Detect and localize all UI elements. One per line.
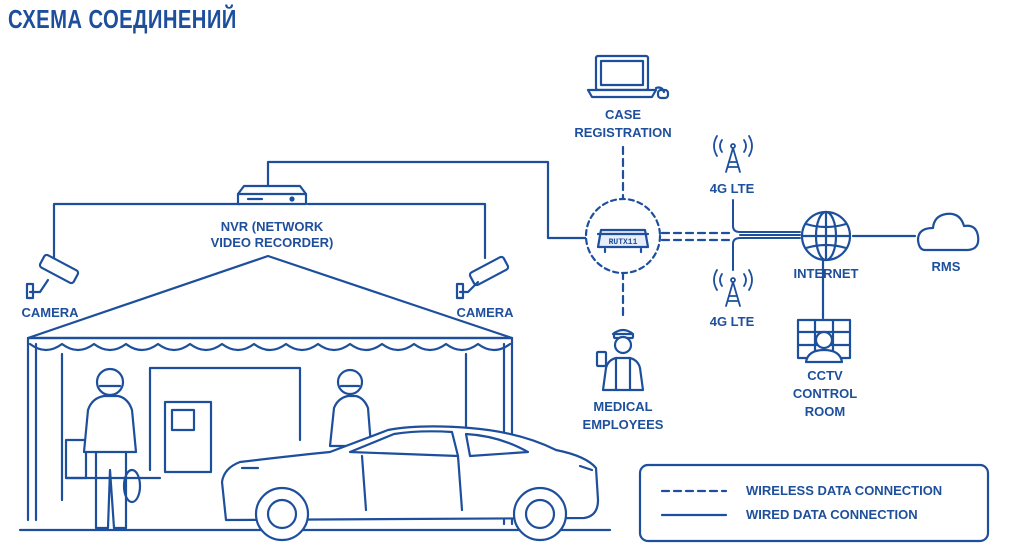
person-icon bbox=[328, 368, 373, 448]
monitor-person-icon bbox=[796, 318, 852, 364]
laptop-icon bbox=[586, 54, 670, 100]
medical-label-line2: EMPLOYEES bbox=[583, 417, 664, 432]
person-icon bbox=[82, 367, 138, 530]
camera-right-label: CAMERA bbox=[456, 305, 514, 320]
legend-wired-label: WIRED DATA CONNECTION bbox=[746, 507, 918, 522]
cctv-label-line2: CONTROL bbox=[793, 386, 857, 401]
page-title: СХЕМА СОЕДИНЕНИЙ bbox=[8, 4, 237, 34]
cctv-label-line1: CCTV bbox=[807, 368, 843, 383]
nvr-label-line2: VIDEO RECORDER) bbox=[211, 235, 334, 250]
globe-icon bbox=[800, 210, 852, 262]
medic-icon bbox=[595, 328, 645, 392]
medical-label-line1: MEDICAL bbox=[593, 399, 652, 414]
cell-tower-icon bbox=[713, 135, 753, 173]
internet-label: INTERNET bbox=[794, 266, 859, 281]
router-icon bbox=[584, 197, 662, 275]
camera-icon bbox=[455, 255, 510, 300]
camera-icon bbox=[25, 253, 80, 300]
nvr-label-line1: NVR (NETWORK bbox=[221, 219, 324, 234]
rms-label: RMS bbox=[932, 259, 961, 274]
legend: WIRELESS DATA CONNECTION WIRED DATA CONN… bbox=[638, 463, 990, 543]
cctv-label-line3: ROOM bbox=[805, 404, 845, 419]
nvr-icon bbox=[236, 184, 308, 206]
legend-wireless-label: WIRELESS DATA CONNECTION bbox=[746, 483, 942, 498]
case-label-line2: REGISTRATION bbox=[574, 125, 671, 140]
lte-fork bbox=[732, 199, 801, 271]
wireless-links bbox=[621, 145, 734, 320]
router-label: RUTX11 bbox=[609, 238, 638, 247]
case-label-line1: CASE bbox=[605, 107, 641, 122]
canopy-icon bbox=[18, 254, 612, 532]
lte-bottom-label: 4G LTE bbox=[710, 314, 755, 329]
camera-left-label: CAMERA bbox=[21, 305, 79, 320]
car-icon bbox=[220, 425, 600, 542]
lte-top-label: 4G LTE bbox=[710, 181, 755, 196]
wired-links bbox=[52, 160, 917, 320]
cloud-icon bbox=[916, 212, 980, 252]
cell-tower-icon bbox=[713, 269, 753, 307]
